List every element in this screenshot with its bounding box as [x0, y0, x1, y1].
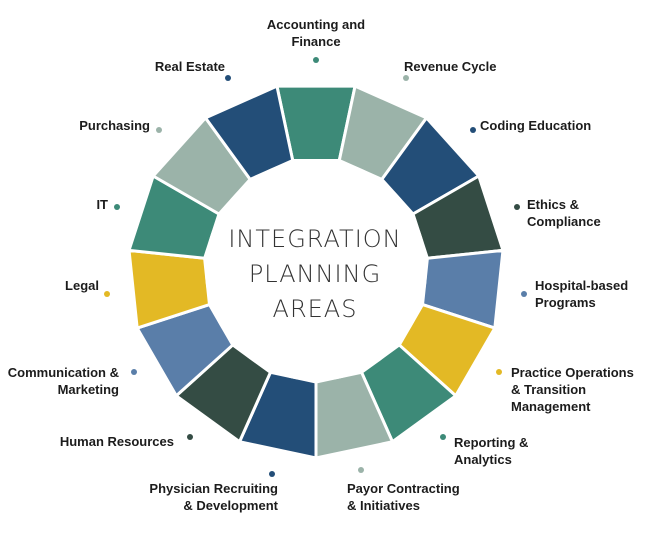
- segment-label-line: & Initiatives: [347, 498, 420, 513]
- label-dot-marker: [403, 75, 409, 81]
- center-title-line: INTEGRATION: [228, 225, 402, 253]
- segment-label: Communication & Marketing: [8, 364, 119, 398]
- label-dot-marker: [358, 467, 364, 473]
- segment-label: Ethics & Compliance: [527, 196, 601, 230]
- segment-label-line: Hospital-based: [535, 278, 629, 293]
- segment-label: Human Resources: [60, 433, 174, 450]
- label-dot-marker: [156, 127, 162, 133]
- segment-label: Reporting & Analytics: [454, 434, 528, 468]
- segment-label-line: Communication &: [7, 365, 119, 380]
- segment-label-line: Finance: [291, 34, 341, 49]
- label-dot-marker: [131, 369, 137, 375]
- label-dot-marker: [114, 204, 120, 210]
- segment-label-line: Purchasing: [79, 118, 150, 133]
- segment-label-line: Revenue Cycle: [404, 59, 497, 74]
- segment-label-line: Coding Education: [480, 118, 592, 133]
- segment-label-line: & Development: [183, 498, 278, 513]
- segment-label-line: Programs: [535, 295, 596, 310]
- segment-label: Legal: [65, 277, 99, 294]
- ring-segment: [203, 84, 295, 181]
- label-dot-marker: [269, 471, 275, 477]
- segment-label: Revenue Cycle: [404, 58, 497, 75]
- label-dot-marker: [514, 204, 520, 210]
- label-dot-marker: [104, 291, 110, 297]
- segment-label: Real Estate: [155, 58, 225, 75]
- segment-label-line: Marketing: [57, 382, 119, 397]
- segment-label-line: Practice Operations: [511, 365, 634, 380]
- center-title-line: AREAS: [272, 295, 358, 323]
- segment-label-line: & Transition: [511, 382, 587, 397]
- segment-label-line: Analytics: [454, 452, 512, 467]
- label-dot-marker: [521, 291, 527, 297]
- segment-label-line: Payor Contracting: [347, 481, 460, 496]
- segment-label-line: Legal: [65, 278, 99, 293]
- segment-label-line: Real Estate: [154, 59, 225, 74]
- segment-label: Physician Recruiting & Development: [149, 480, 278, 514]
- center-title-line: PLANNING: [248, 260, 382, 288]
- segment-label-line: Reporting &: [454, 435, 529, 450]
- label-dot-marker: [496, 369, 502, 375]
- segment-label-line: Accounting and: [266, 17, 366, 32]
- segment-label-line: Management: [511, 399, 591, 414]
- ring-center: [205, 159, 427, 381]
- segment-label: IT: [96, 196, 108, 213]
- segment-label-line: IT: [96, 197, 108, 212]
- segment-label: Payor Contracting & Initiatives: [347, 480, 460, 514]
- center-title: INTEGRATION PLANNING AREAS: [215, 222, 415, 327]
- label-dot-marker: [187, 434, 193, 440]
- label-dot-marker: [440, 434, 446, 440]
- segment-label-line: Ethics &: [527, 197, 580, 212]
- label-dot-marker: [313, 57, 319, 63]
- segment-label-line: Compliance: [527, 214, 601, 229]
- segment-label: Purchasing: [79, 117, 150, 134]
- label-dot-marker: [225, 75, 231, 81]
- label-dot-marker: [470, 127, 476, 133]
- segment-label-line: Physician Recruiting: [149, 481, 278, 496]
- segment-label: Coding Education: [480, 117, 591, 134]
- segment-label-line: Human Resources: [59, 434, 174, 449]
